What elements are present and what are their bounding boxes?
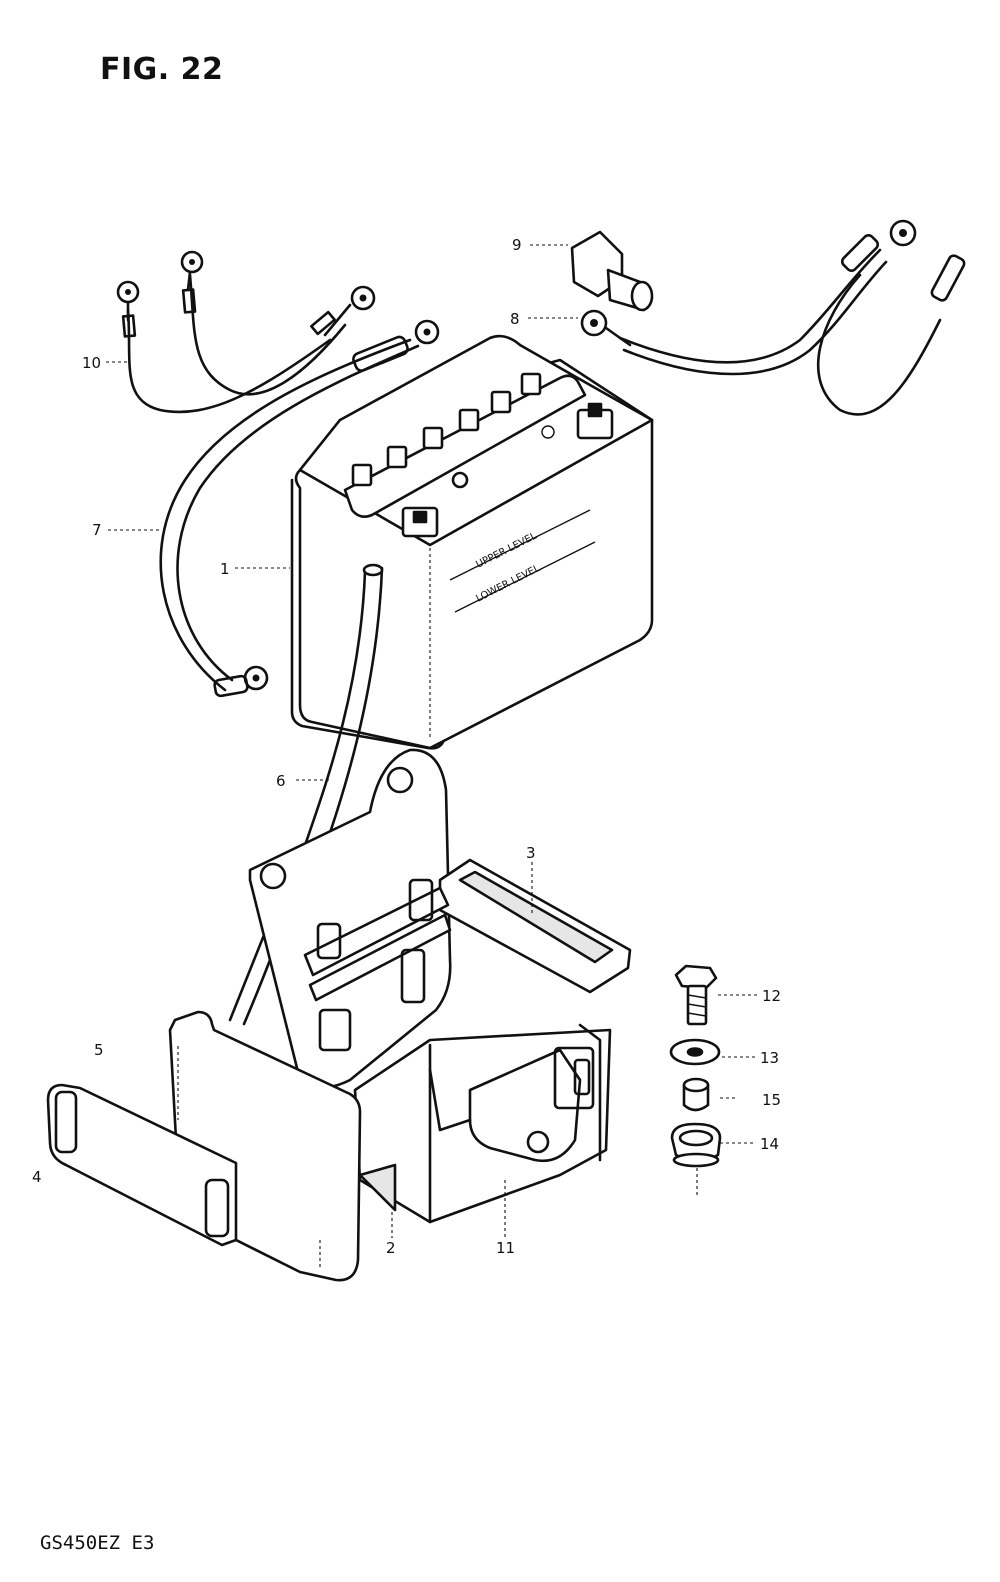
callout-13: 13 [760, 1049, 779, 1067]
washer-13 [669, 1038, 721, 1066]
battery-band-4 [46, 1083, 238, 1247]
model-code: GS450EZ E3 [40, 1532, 155, 1554]
battery-lead-7 [159, 319, 440, 698]
callout-14: 14 [760, 1135, 779, 1153]
battery-cell-caps [351, 372, 542, 487]
bolt-12 [674, 964, 718, 1026]
figure-title: FIG. 22 [100, 52, 224, 87]
battery-lead-8 [580, 219, 966, 416]
battery-holder-3 [248, 748, 632, 1224]
battery-terminal-positive [576, 402, 614, 440]
callout-4: 4 [32, 1168, 42, 1186]
callout-8: 8 [510, 310, 520, 328]
callout-1: 1 [220, 560, 230, 578]
callout-3: 3 [526, 844, 536, 862]
callout-6: 6 [276, 772, 286, 790]
battery-1: UPPER LEVEL LOWER LEVEL [290, 334, 654, 750]
callout-15: 15 [762, 1091, 781, 1109]
collar-15 [682, 1077, 710, 1112]
callout-12: 12 [762, 987, 781, 1005]
callout-9: 9 [512, 236, 522, 254]
battery-lead-assembly-10 [116, 250, 376, 414]
callout-2: 2 [386, 1239, 396, 1257]
callout-10: 10 [82, 354, 101, 372]
cushion-14 [670, 1122, 722, 1168]
leader-lines [106, 244, 758, 1270]
terminal-cover-9 [570, 230, 654, 312]
battery-terminal-negative [401, 506, 439, 538]
callout-7: 7 [92, 521, 102, 539]
callout-11: 11 [496, 1239, 515, 1257]
callout-labels: 10 7 1 6 9 8 3 12 13 15 14 5 4 2 11 [32, 236, 781, 1257]
callout-5: 5 [94, 1041, 104, 1059]
